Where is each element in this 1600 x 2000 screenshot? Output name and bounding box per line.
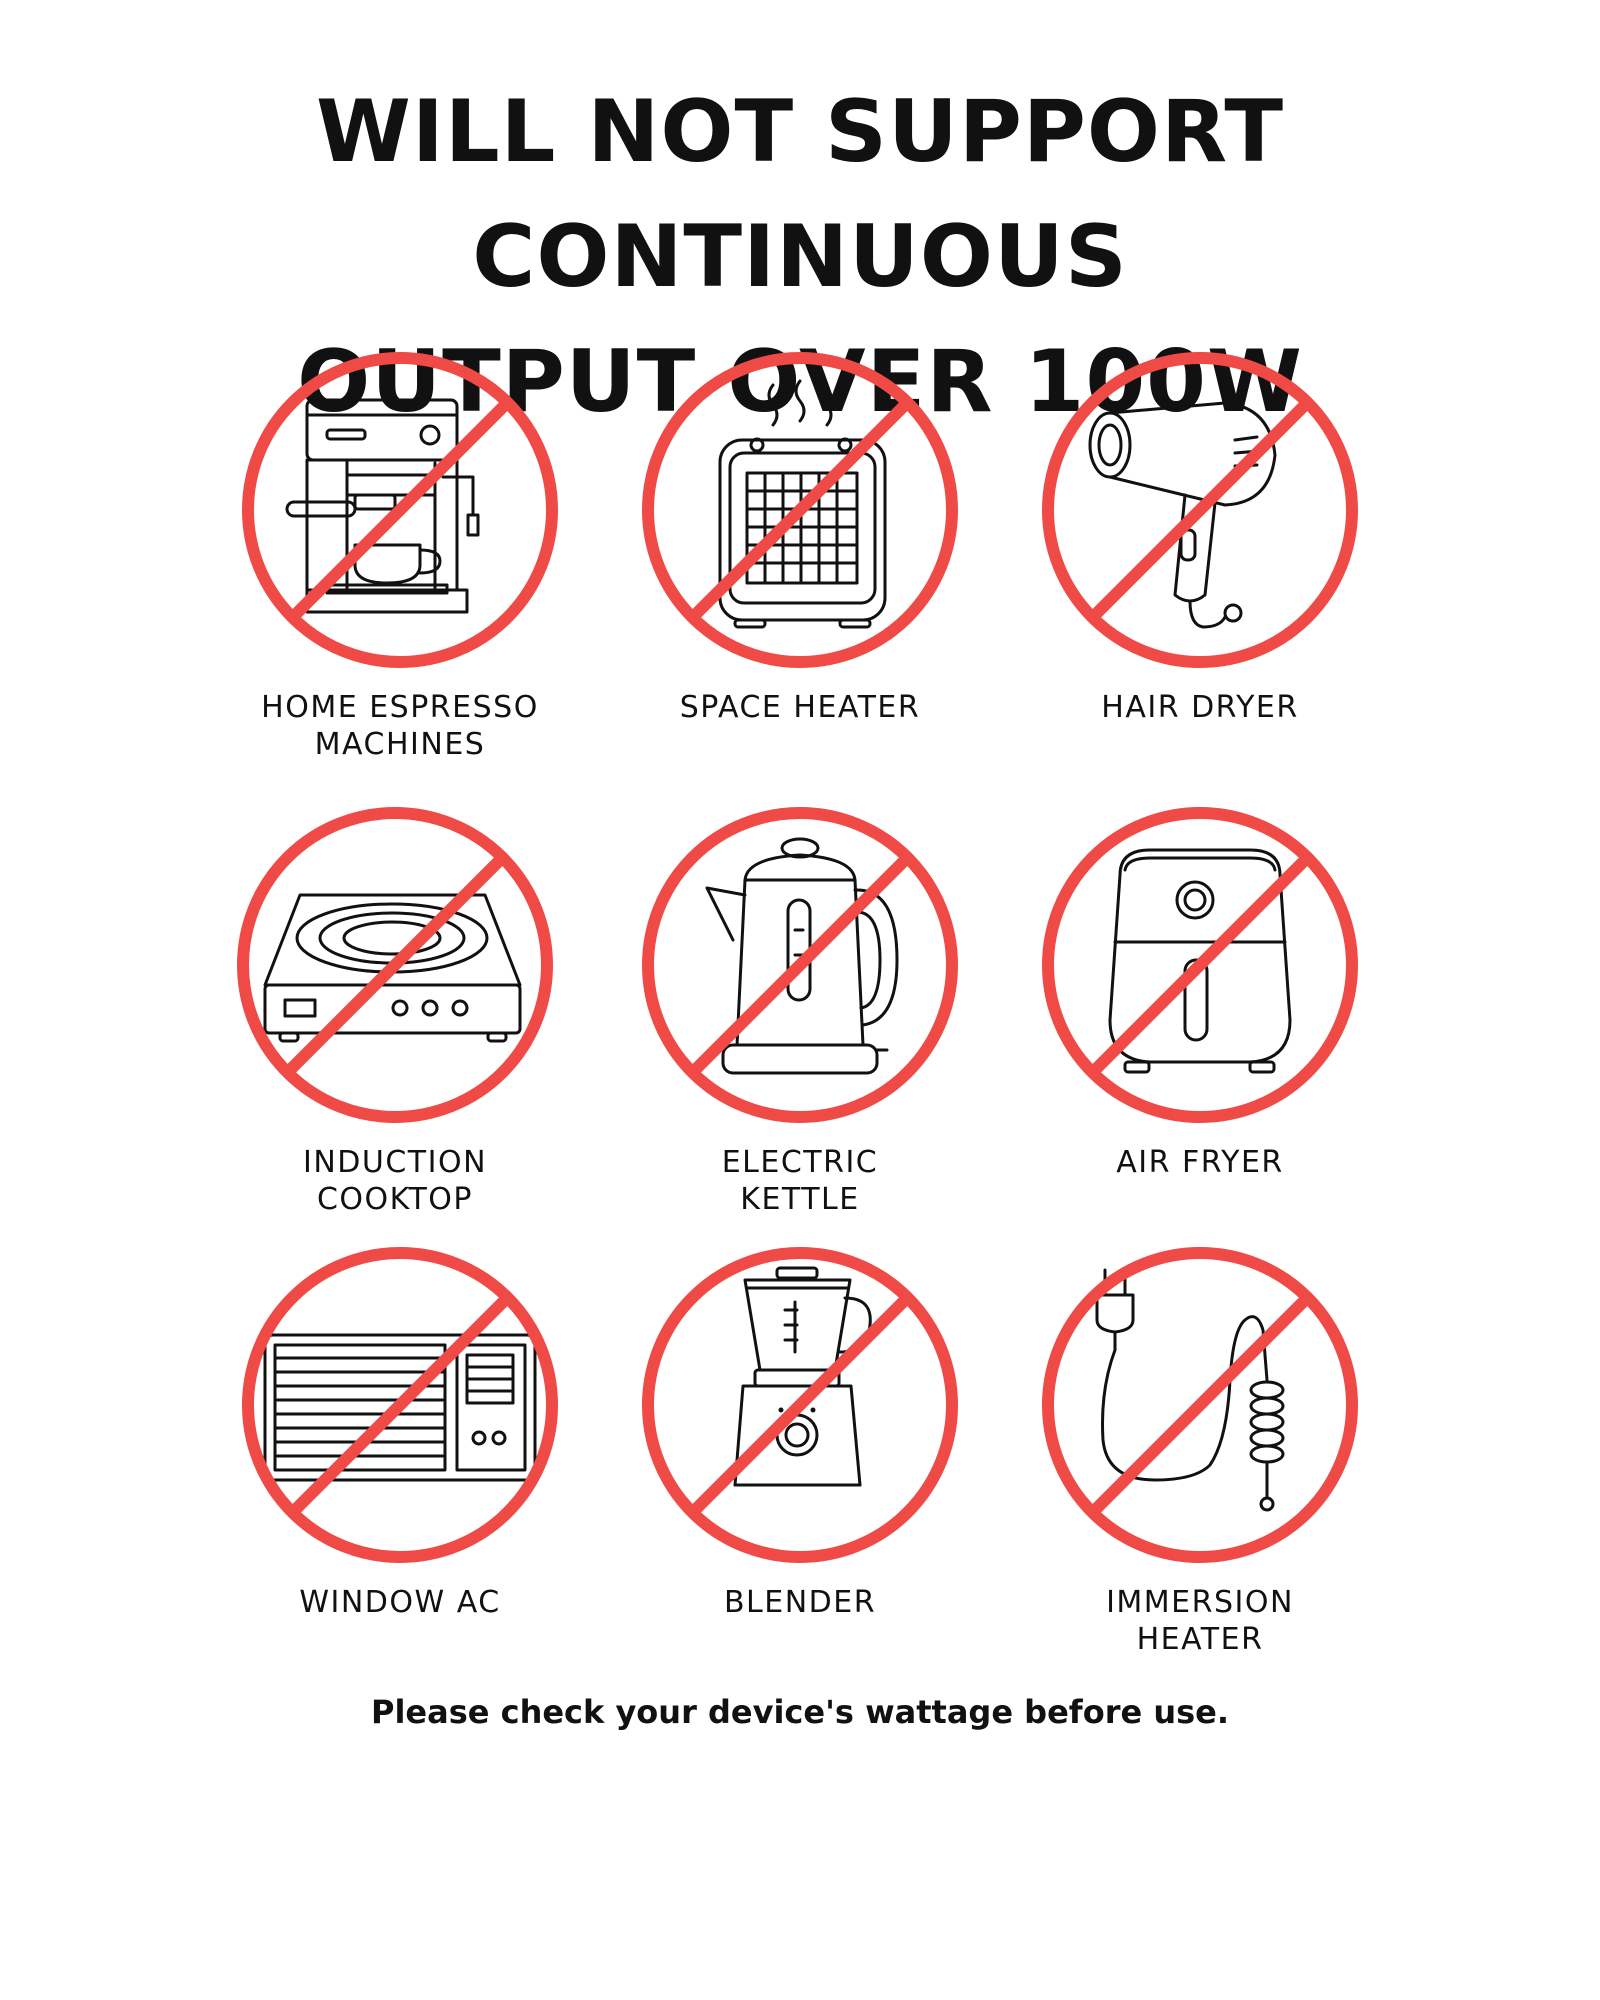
air-fryer-icon [1042, 807, 1358, 1123]
espresso-machine-icon [242, 352, 558, 668]
immersion-heater-icon [1042, 1247, 1358, 1563]
prohibited-item-space-heater: SPACE HEATER [590, 345, 1010, 726]
space-heater-icon [642, 352, 958, 668]
hair-dryer-icon [1042, 352, 1358, 668]
item-label: HOME ESPRESSO MACHINES [261, 690, 539, 762]
induction-cooktop-icon [237, 807, 553, 1123]
item-label: INDUCTION COOKTOP [302, 1145, 488, 1217]
prohibited-item-air-fryer: AIR FRYER [990, 800, 1410, 1181]
sign-title: WILL NOT SUPPORT CONTINUOUS OUTPUT OVER … [0, 70, 1600, 445]
prohibited-item-window-ac: WINDOW AC [190, 1240, 610, 1621]
item-label: ELECTRIC KETTLE [721, 1145, 879, 1217]
prohibited-item-hair-dryer: HAIR DRYER [990, 345, 1410, 726]
blender-icon [642, 1247, 958, 1563]
prohibited-item-espresso: HOME ESPRESSO MACHINES [190, 345, 610, 763]
item-label: BLENDER [723, 1585, 877, 1620]
electric-kettle-icon [642, 807, 958, 1123]
item-label: IMMERSION HEATER [1106, 1585, 1294, 1657]
item-label: HAIR DRYER [1101, 690, 1299, 725]
item-label: SPACE HEATER [679, 690, 921, 725]
prohibited-item-electric-kettle: ELECTRIC KETTLE [590, 800, 1010, 1218]
window-ac-icon [242, 1247, 558, 1563]
prohibited-item-induction-cooktop: INDUCTION COOKTOP [185, 800, 605, 1218]
item-label: AIR FRYER [1116, 1145, 1284, 1180]
title-line-1: WILL NOT SUPPORT CONTINUOUS [315, 82, 1285, 307]
item-label: WINDOW AC [299, 1585, 501, 1620]
prohibited-item-immersion-heater: IMMERSION HEATER [990, 1240, 1410, 1658]
footer-note: Please check your device's wattage befor… [370, 1693, 1229, 1731]
prohibited-item-blender: BLENDER [590, 1240, 1010, 1621]
